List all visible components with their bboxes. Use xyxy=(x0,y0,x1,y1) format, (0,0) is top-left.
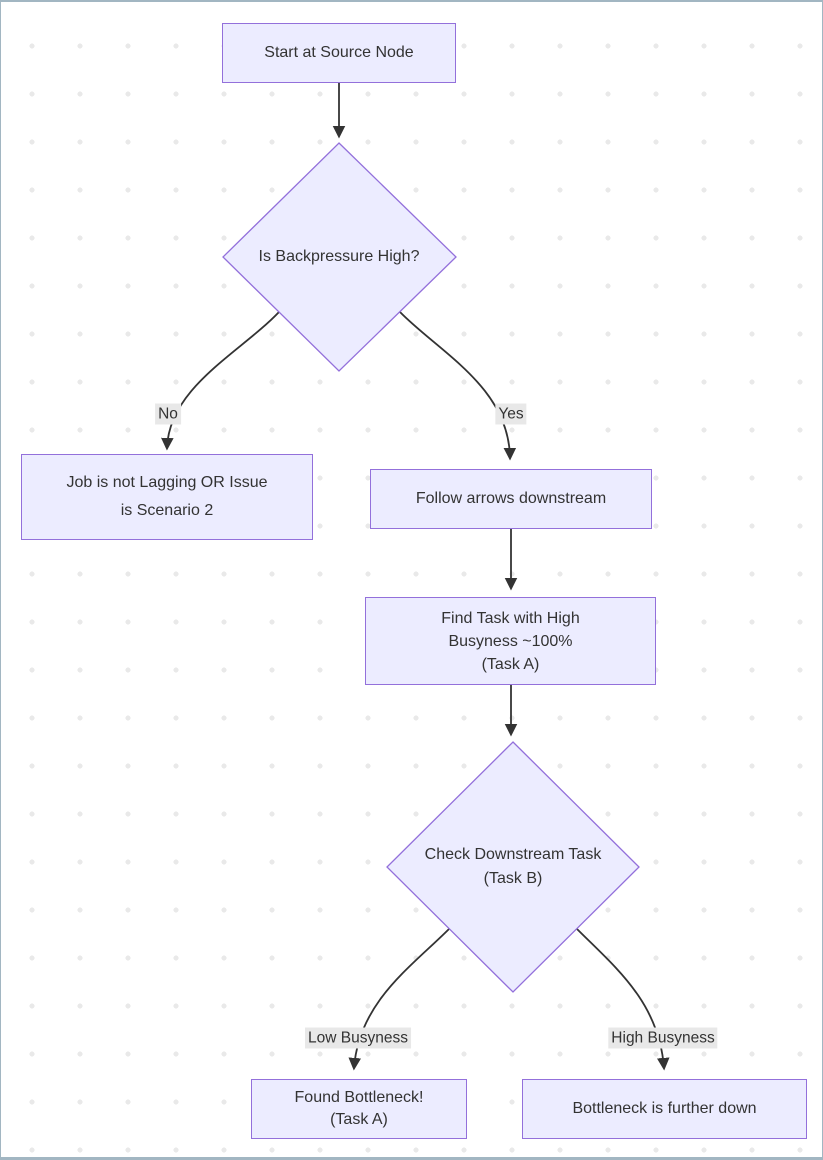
edge-label-no: No xyxy=(155,403,181,425)
node-not-lagging: Job is not Lagging OR Issue is Scenario … xyxy=(21,454,313,540)
edge-decision1-yes xyxy=(399,311,517,461)
edge-label-yes: Yes xyxy=(495,403,527,425)
node-find-task: Find Task with High Busyness ~100% (Task… xyxy=(365,597,656,685)
edge-decision1-no xyxy=(161,311,280,451)
node-follow-downstream: Follow arrows downstream xyxy=(370,469,652,529)
edge-label-high-busyness: High Busyness xyxy=(608,1027,718,1049)
edge-label-low-busyness: Low Busyness xyxy=(305,1027,411,1049)
node-start: Start at Source Node xyxy=(222,23,456,83)
node-decision1-diamond xyxy=(222,142,457,372)
node-bottleneck-further: Bottleneck is further down xyxy=(522,1079,807,1139)
node-found-bottleneck: Found Bottleneck! (Task A) xyxy=(251,1079,467,1139)
node-decision2-diamond xyxy=(386,741,640,993)
